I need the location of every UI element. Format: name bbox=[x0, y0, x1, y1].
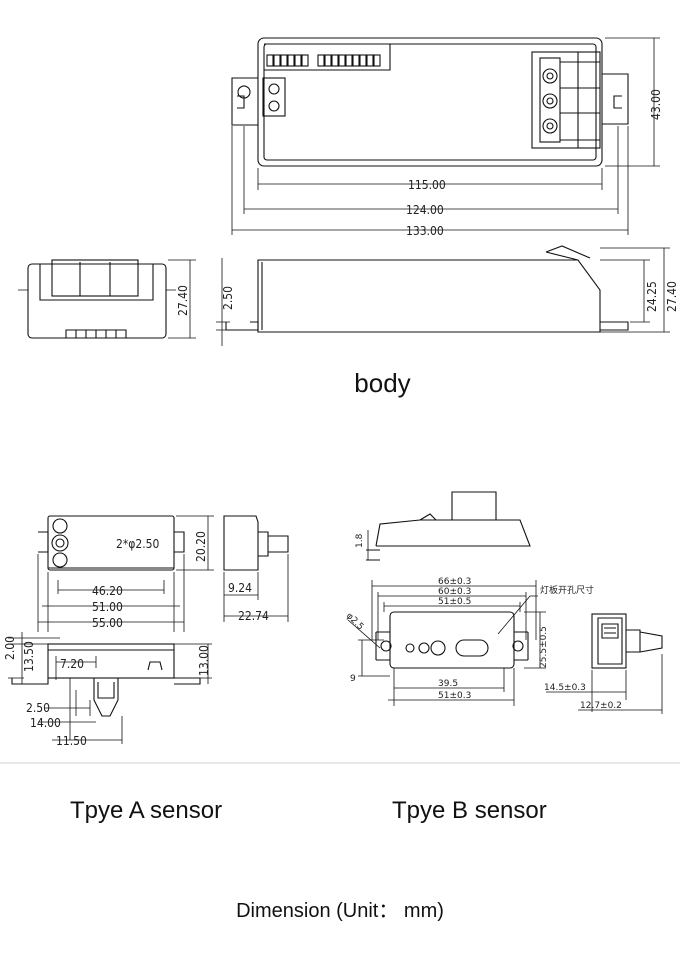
dim-a-1350: 13.50 bbox=[22, 641, 36, 672]
caption-body: body bbox=[354, 368, 411, 398]
dim-body-124: 124.00 bbox=[406, 203, 444, 217]
dim-a-200: 2.00 bbox=[3, 636, 17, 660]
dim-a-2020: 20.20 bbox=[194, 531, 208, 562]
dim-a-5100: 51.00 bbox=[92, 600, 123, 614]
dim-body-250: 2.50 bbox=[221, 286, 235, 310]
dim-body-2425: 24.25 bbox=[645, 281, 659, 312]
dim-a-924: 9.24 bbox=[228, 581, 252, 595]
type-a-top-view bbox=[37, 515, 214, 632]
dim-b-66: 66±0.3 bbox=[438, 577, 471, 587]
dim-a-1150: 11.50 bbox=[56, 734, 87, 748]
dim-b-51b: 51±0.3 bbox=[438, 691, 471, 701]
dim-body-115: 115.00 bbox=[408, 178, 446, 192]
dim-b-255: 25.5±0.5 bbox=[539, 626, 549, 668]
dim-b-phi: φ2.5 bbox=[344, 611, 365, 632]
dim-a-1400: 14.00 bbox=[30, 716, 61, 730]
caption-type-a: Tpye A sensor bbox=[70, 797, 223, 824]
body-end-view bbox=[18, 259, 196, 339]
dip-switch-left bbox=[266, 54, 309, 67]
dim-a-250: 2.50 bbox=[26, 701, 50, 715]
dim-b-395: 39.5 bbox=[438, 679, 458, 689]
caption-type-b: Tpye B sensor bbox=[392, 797, 547, 824]
dim-a-holes: 2*φ2.50 bbox=[116, 537, 160, 551]
body-top-view bbox=[231, 37, 660, 235]
caption-dimension: Dimension (Unit： mm) bbox=[236, 900, 444, 922]
dim-body-133: 133.00 bbox=[406, 224, 444, 238]
dim-a-1300: 13.00 bbox=[197, 645, 211, 676]
dim-b-127: 12.7±0.2 bbox=[580, 701, 622, 711]
dim-b-9: 9 bbox=[350, 674, 356, 684]
dim-a-720: 7.20 bbox=[60, 657, 84, 671]
dim-body-2740: 27.40 bbox=[665, 281, 679, 312]
dim-b-18: 1.8 bbox=[355, 533, 365, 548]
type-b-side-view bbox=[366, 491, 531, 561]
dim-b-51: 51±0.5 bbox=[438, 597, 471, 607]
body-front-view bbox=[216, 245, 670, 346]
dim-b-60: 60±0.3 bbox=[438, 587, 471, 597]
dim-b-cutout-label: 灯板开孔尺寸 bbox=[540, 584, 594, 596]
type-a-side-view bbox=[223, 515, 289, 622]
type-b-end-view bbox=[546, 613, 663, 714]
dip-switch-right bbox=[317, 54, 381, 67]
dim-a-5500: 55.00 bbox=[92, 616, 123, 630]
dim-body-43: 43.00 bbox=[649, 89, 663, 120]
dim-a-2274: 22.74 bbox=[238, 609, 269, 623]
dim-end-2740: 27.40 bbox=[176, 285, 190, 316]
type-b-top-view bbox=[347, 580, 546, 706]
dim-a-4620: 46.20 bbox=[92, 584, 123, 598]
dim-b-145: 14.5±0.3 bbox=[544, 683, 586, 693]
type-a-front-view bbox=[8, 632, 212, 744]
